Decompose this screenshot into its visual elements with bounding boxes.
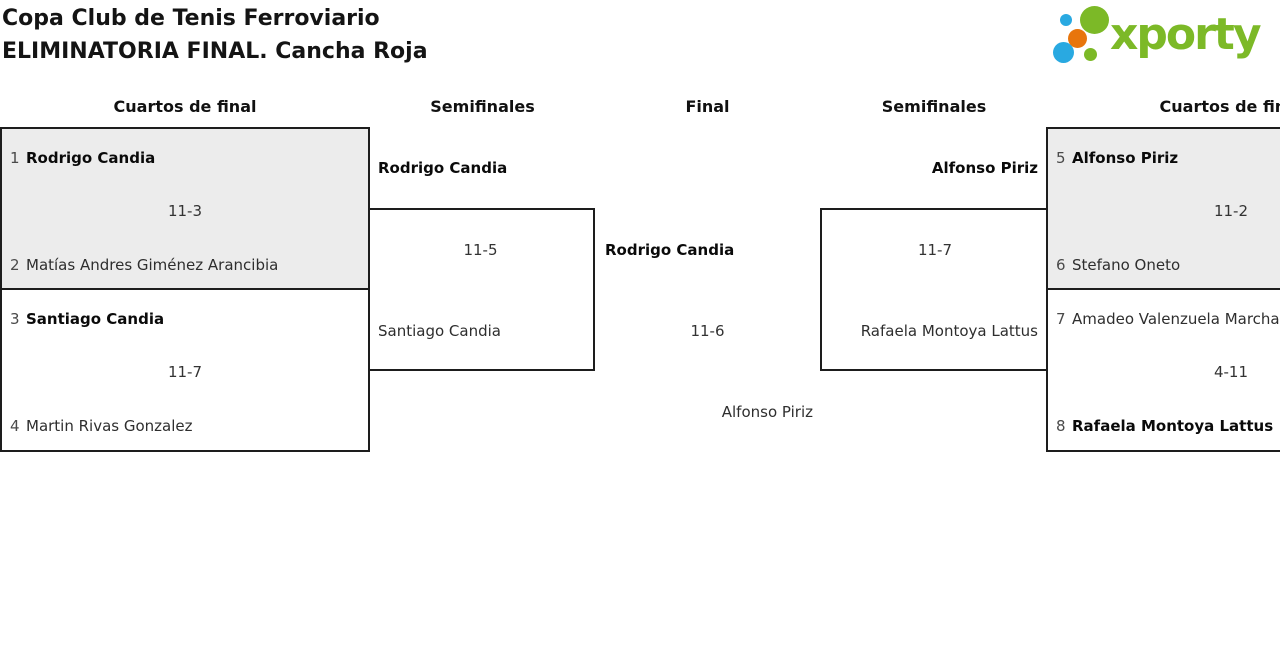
match-quarterfinal-2: 3 Santiago Candia 11-7 4 Martin Rivas Go… bbox=[0, 290, 370, 452]
seed-number: 3 bbox=[10, 310, 20, 328]
player-name: Rafaela Montoya Lattus bbox=[1072, 417, 1274, 435]
player-slot: Santiago Candia bbox=[368, 321, 593, 341]
tournament-name: Copa Club de Tenis Ferroviario bbox=[2, 6, 380, 31]
player-name: Santiago Candia bbox=[378, 322, 501, 340]
match-quarterfinal-4: 7 Amadeo Valenzuela Marcha 4-11 8 Rafael… bbox=[1046, 290, 1280, 452]
match-score: 11-5 bbox=[463, 241, 498, 259]
player-slot: 4 Martin Rivas Gonzalez bbox=[2, 416, 368, 436]
match-score: 11-7 bbox=[917, 241, 953, 259]
player-name: Martin Rivas Gonzalez bbox=[26, 417, 193, 435]
player-name: Alfonso Piriz bbox=[931, 159, 1038, 177]
logo-dot-icon bbox=[1068, 29, 1087, 48]
player-name: Alfonso Piriz bbox=[1072, 149, 1179, 167]
player-slot: 8 Rafaela Montoya Lattus bbox=[1048, 416, 1280, 436]
match-score: 11-2 bbox=[1213, 202, 1249, 220]
logo-wordmark: xporty bbox=[1110, 9, 1262, 60]
player-slot: 3 Santiago Candia bbox=[2, 309, 368, 329]
seed-number: 2 bbox=[10, 256, 20, 274]
player-name: Stefano Oneto bbox=[1072, 256, 1181, 274]
player-slot: Rafaela Montoya Lattus bbox=[822, 321, 1048, 341]
seed-number: 4 bbox=[10, 417, 20, 435]
logo-dot-icon bbox=[1053, 42, 1074, 63]
page-title: Copa Club de Tenis Ferroviario ELIMINATO… bbox=[2, 2, 428, 68]
player-name-semifinal-right-top: Alfonso Piriz bbox=[820, 158, 1038, 178]
player-slot: 7 Amadeo Valenzuela Marcha bbox=[1048, 309, 1280, 329]
player-name: Rafaela Montoya Lattus bbox=[860, 322, 1038, 340]
match-quarterfinal-1: 1 Rodrigo Candia 11-3 2 Matías Andres Gi… bbox=[0, 127, 370, 290]
logo-dot-icon bbox=[1084, 48, 1097, 61]
seed-number: 7 bbox=[1056, 310, 1066, 328]
match-score: 11-7 bbox=[167, 363, 203, 381]
seed-number: 6 bbox=[1056, 256, 1066, 274]
logo-dot-icon bbox=[1060, 14, 1072, 26]
column-header-semifinals-left: Semifinales bbox=[430, 97, 535, 116]
player-name-semifinal-left-top: Rodrigo Candia bbox=[378, 158, 507, 178]
player-name-final-top: Rodrigo Candia bbox=[605, 240, 734, 260]
match-score: 11-3 bbox=[167, 202, 203, 220]
player-name-final-bottom: Alfonso Piriz bbox=[595, 402, 813, 422]
player-name: Amadeo Valenzuela Marcha bbox=[1072, 310, 1280, 328]
round-subtitle: ELIMINATORIA FINAL. Cancha Roja bbox=[2, 39, 428, 64]
match-score: 4-11 bbox=[1213, 363, 1249, 381]
column-header-quarterfinals-right: Cuartos de final bbox=[1159, 97, 1280, 116]
match-semifinal-right: 11-7 Rafaela Montoya Lattus bbox=[820, 208, 1048, 371]
player-name: Rodrigo Candia bbox=[378, 159, 508, 177]
column-header-final: Final bbox=[685, 97, 730, 116]
player-slot: 6 Stefano Oneto bbox=[1048, 255, 1280, 275]
player-slot: 1 Rodrigo Candia bbox=[2, 148, 368, 168]
column-header-quarterfinals-left: Cuartos de final bbox=[113, 97, 257, 116]
column-header-semifinals-right: Semifinales bbox=[881, 97, 987, 116]
match-semifinal-left: 11-5 Santiago Candia bbox=[368, 208, 595, 371]
player-name: Santiago Candia bbox=[26, 310, 165, 328]
final-score: 11-6 bbox=[690, 322, 725, 340]
player-slot: 2 Matías Andres Giménez Arancibia bbox=[2, 255, 368, 275]
logo-dot-icon bbox=[1080, 6, 1109, 34]
seed-number: 5 bbox=[1056, 149, 1066, 167]
xporty-logo[interactable]: xporty bbox=[1048, 0, 1280, 72]
seed-number: 8 bbox=[1056, 417, 1066, 435]
player-name: Rodrigo Candia bbox=[605, 241, 735, 259]
player-name: Rodrigo Candia bbox=[26, 149, 156, 167]
player-name: Alfonso Piriz bbox=[721, 403, 813, 421]
match-quarterfinal-3: 5 Alfonso Piriz 11-2 6 Stefano Oneto bbox=[1046, 127, 1280, 290]
player-name: Matías Andres Giménez Arancibia bbox=[26, 256, 279, 274]
seed-number: 1 bbox=[10, 149, 20, 167]
player-slot: 5 Alfonso Piriz bbox=[1048, 148, 1280, 168]
